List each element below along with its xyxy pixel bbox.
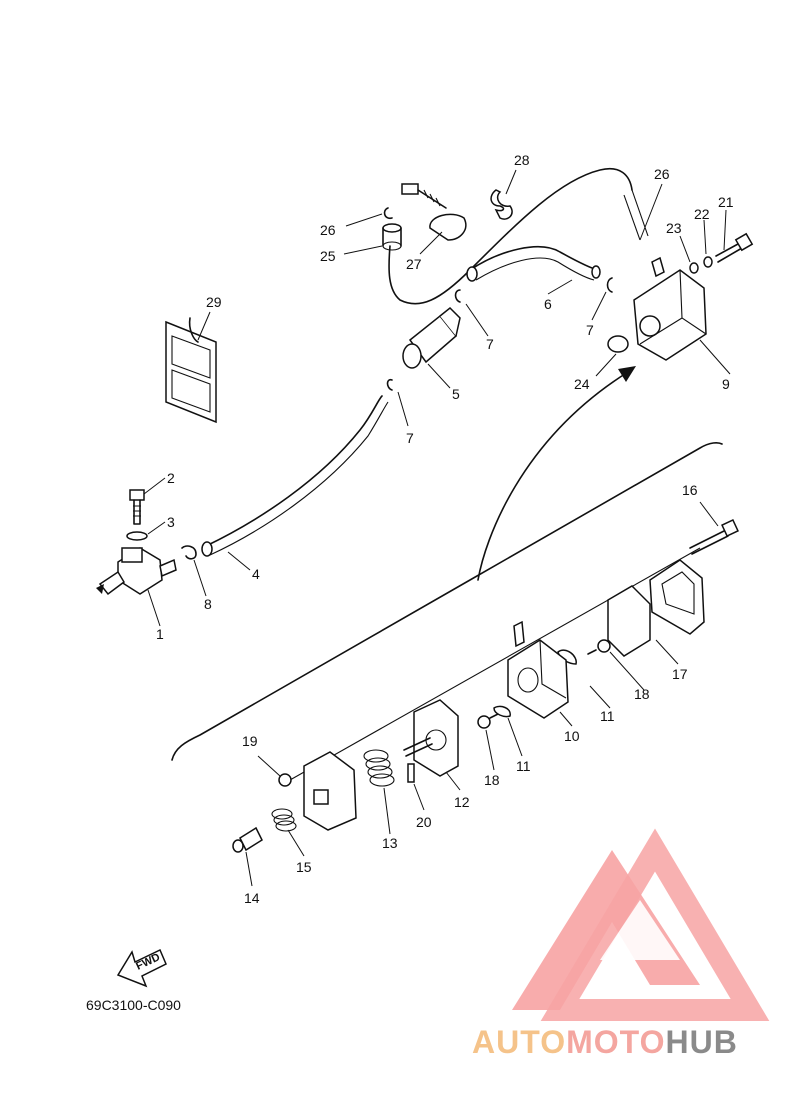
- callout-2: 2: [167, 470, 175, 486]
- fuel-joint-1: [96, 547, 177, 596]
- callout-11-left: 11: [516, 758, 531, 774]
- clip-7-upper: [454, 289, 461, 303]
- clamp-27: [401, 183, 467, 241]
- clip-7-right: [606, 277, 613, 293]
- pin-20: [407, 763, 415, 783]
- bolt-16: [689, 519, 739, 555]
- callout-18-left: 18: [484, 772, 500, 788]
- diaphragm-12: [403, 699, 459, 777]
- callout-16: 16: [682, 482, 698, 498]
- callout-6: 6: [544, 296, 552, 312]
- hose-25: [382, 223, 402, 251]
- callout-22: 22: [694, 206, 710, 222]
- o-ring-24: [607, 335, 629, 353]
- washer-23: [689, 262, 699, 274]
- callout-14: 14: [244, 890, 260, 906]
- wordmark-auto: AUTO: [472, 1024, 566, 1060]
- callout-27: 27: [406, 256, 422, 272]
- assembly-axis-line: [289, 547, 701, 781]
- callout-7-upper: 7: [486, 336, 494, 352]
- section-link-arrow: [477, 371, 629, 581]
- section-divider-line: [171, 442, 723, 761]
- callout-1: 1: [156, 626, 164, 642]
- callout-3: 3: [167, 514, 175, 530]
- section-link-arrowhead: [618, 366, 636, 382]
- spring-15: [271, 808, 297, 832]
- callout-26-left: 26: [320, 222, 336, 238]
- clip-28: [490, 189, 513, 220]
- automotohub-wordmark: AUTOMOTOHUB: [472, 1024, 738, 1060]
- callout-5: 5: [452, 386, 460, 402]
- fuel-hose-4: [205, 395, 383, 547]
- callout-10: 10: [564, 728, 580, 744]
- diagram-code: 69C3100-C090: [86, 997, 181, 1013]
- callout-9: 9: [722, 376, 730, 392]
- callout-28: 28: [514, 152, 530, 168]
- callout-19: 19: [242, 733, 258, 749]
- callout-4: 4: [252, 566, 260, 582]
- callout-8: 8: [204, 596, 212, 612]
- gasket-17: [607, 585, 651, 657]
- callout-7-right: 7: [586, 322, 594, 338]
- callout-29: 29: [206, 294, 222, 310]
- callout-23: 23: [666, 220, 682, 236]
- callout-25: 25: [320, 248, 336, 264]
- fuel-filter-5: [402, 306, 461, 369]
- bolt-21: [715, 232, 754, 263]
- cover-plate-17: [649, 559, 705, 635]
- callout-24: 24: [574, 376, 590, 392]
- plunger-14: [232, 826, 263, 853]
- screw-18-left: [477, 713, 499, 729]
- valve-11-left: [493, 705, 511, 718]
- nut-19: [278, 773, 292, 787]
- fuel-pump-9: [633, 256, 707, 361]
- callout-21: 21: [718, 194, 734, 210]
- washer-3: [126, 531, 148, 541]
- callout-15: 15: [296, 859, 312, 875]
- callout-labels: 1 2 3 4 5 6 7 7 7 8 9 10 11 11 12 13 14 …: [156, 152, 734, 906]
- washer-22: [703, 256, 713, 268]
- wordmark-hub: HUB: [665, 1024, 737, 1060]
- automotohub-logo: [512, 828, 770, 1021]
- pump-body-10: [507, 620, 569, 719]
- fuel-hose-6: [469, 246, 599, 271]
- callout-11-right: 11: [600, 708, 615, 724]
- pump-cover-lower: [303, 751, 357, 831]
- spring-13: [363, 749, 395, 787]
- callout-20: 20: [416, 814, 432, 830]
- fuel-hose-25: [388, 168, 633, 305]
- clip-7-lower: [386, 378, 393, 391]
- clip-8: [181, 545, 197, 560]
- wordmark-moto: MOTO: [566, 1024, 665, 1060]
- fwd-arrow-icon: FWD: [116, 948, 167, 988]
- callout-13: 13: [382, 835, 398, 851]
- callout-18-right: 18: [634, 686, 650, 702]
- callout-17: 17: [672, 666, 688, 682]
- callout-26-right: 26: [654, 166, 670, 182]
- caution-label-29: [165, 317, 217, 424]
- screw-18-right: [587, 639, 611, 655]
- bolt-2: [129, 489, 145, 525]
- callout-7-lower: 7: [406, 430, 414, 446]
- clip-26-left: [383, 207, 393, 220]
- leader-lines: [143, 169, 731, 887]
- callout-12: 12: [454, 794, 470, 810]
